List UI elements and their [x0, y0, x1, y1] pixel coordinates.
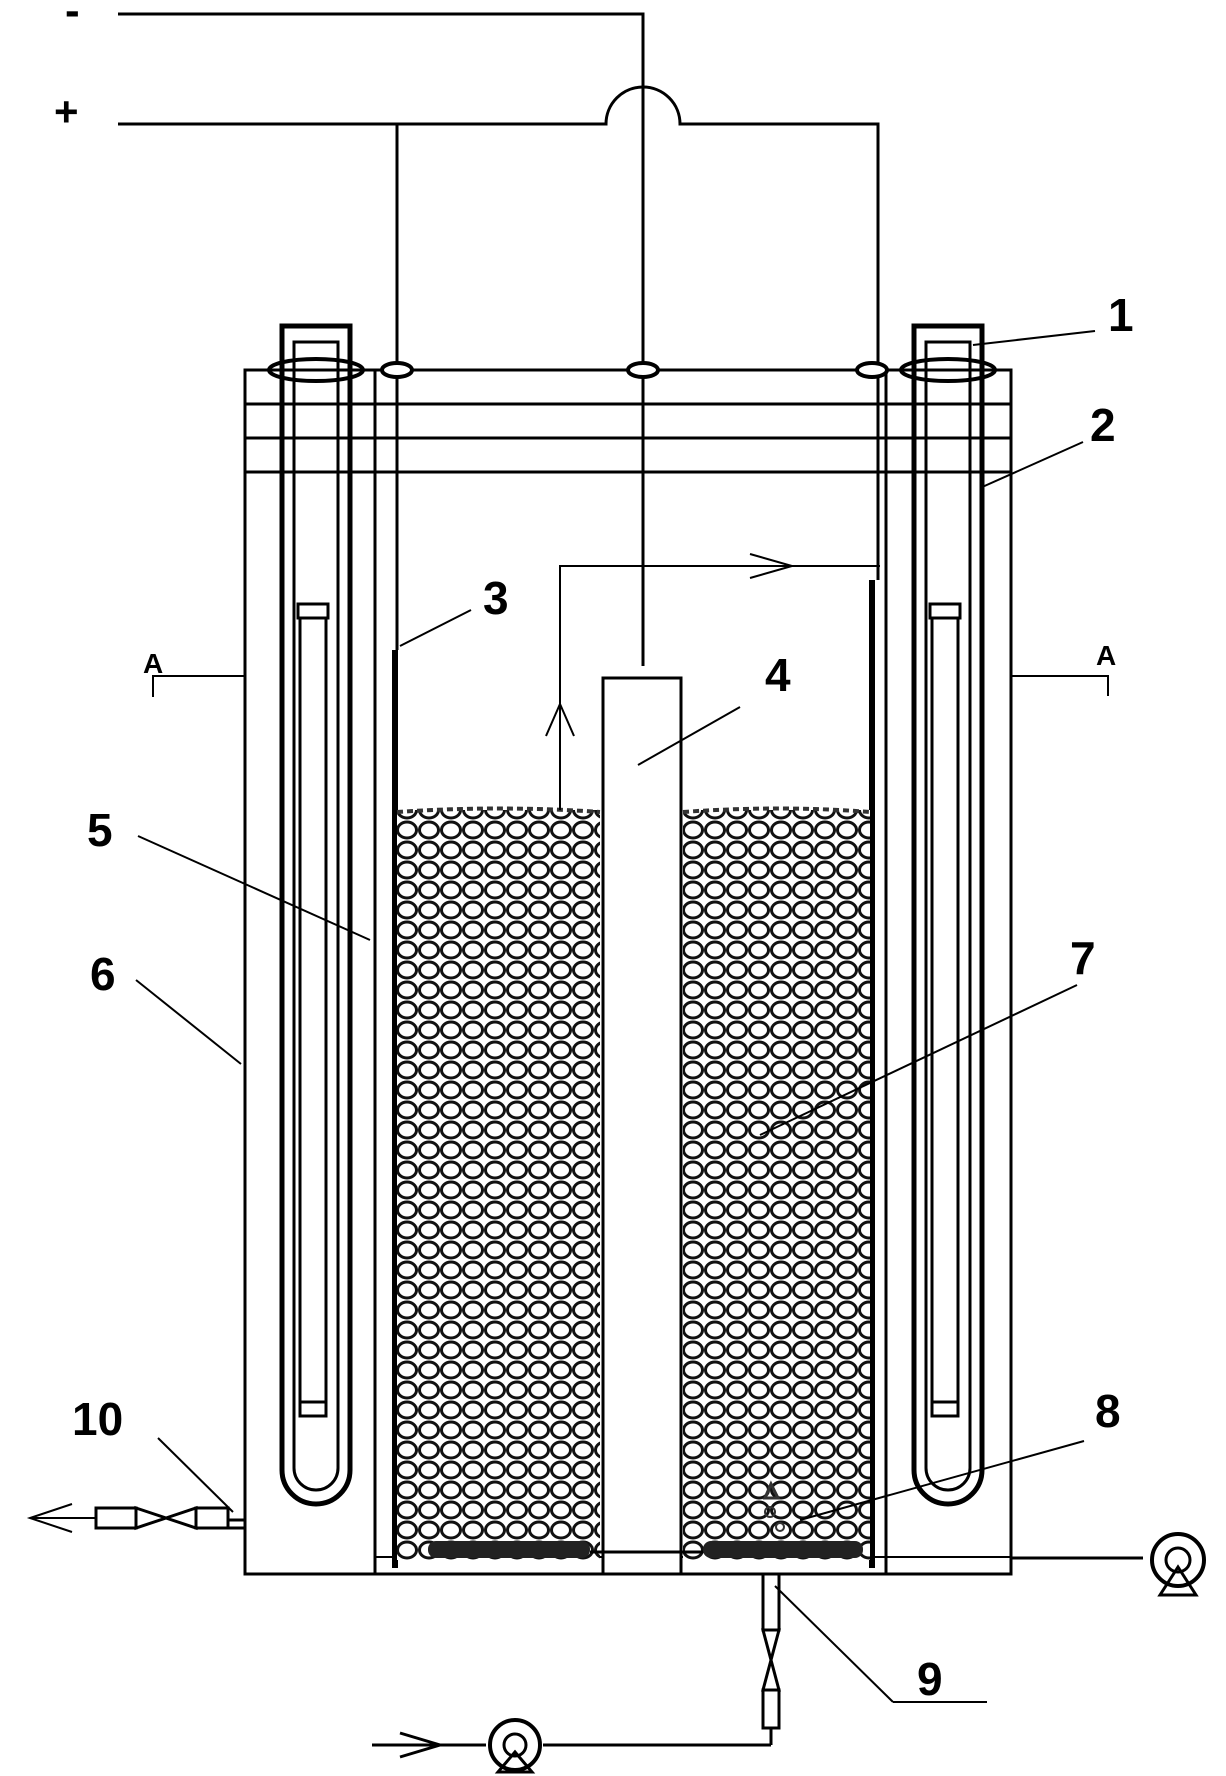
leader-lines [135, 330, 1096, 1703]
particle-bed-left [397, 810, 600, 1560]
section-mark-left: A [143, 648, 163, 679]
inlet-assembly [372, 1572, 781, 1774]
positive-wire [118, 85, 880, 576]
bubbles [762, 1480, 785, 1532]
power-wiring: - + [54, 0, 880, 666]
terminal-positive-label: + [54, 88, 79, 135]
callout-4: 4 [765, 649, 791, 701]
callout-9: 9 [917, 1653, 943, 1705]
callout-3: 3 [483, 572, 509, 624]
air-pump [1011, 1532, 1206, 1597]
callout-1: 1 [1108, 289, 1134, 341]
callout-labels: 1 2 3 4 5 6 7 8 9 10 [72, 289, 1134, 1705]
particle-bed-right [683, 810, 870, 1560]
section-marks: A A [143, 640, 1116, 697]
outlet-assembly [26, 1503, 245, 1533]
inlet-pump-icon [488, 1718, 542, 1772]
callout-2: 2 [1090, 399, 1116, 451]
flow-arrow [545, 553, 880, 810]
negative-wire [118, 12, 645, 666]
particle-bed [396, 806, 871, 1560]
section-mark-right: A [1096, 640, 1116, 671]
cathode-rod [601, 676, 683, 1576]
callout-6: 6 [90, 948, 116, 1000]
callout-7: 7 [1070, 932, 1096, 984]
callout-5: 5 [87, 804, 113, 856]
bed-top-left [396, 806, 601, 814]
gas-distributor [428, 1541, 863, 1558]
lamp-right [930, 616, 960, 1416]
lamp-left [298, 616, 328, 1416]
lamp-sleeve-right [899, 323, 997, 1507]
bed-top-right [682, 806, 871, 814]
callout-8: 8 [1095, 1385, 1121, 1437]
inner-reactor [373, 361, 889, 1574]
terminal-negative-label: - [65, 0, 80, 35]
air-pump-icon [1150, 1532, 1206, 1588]
lamp-sleeve-left [267, 323, 365, 1507]
callout-10: 10 [72, 1393, 123, 1445]
